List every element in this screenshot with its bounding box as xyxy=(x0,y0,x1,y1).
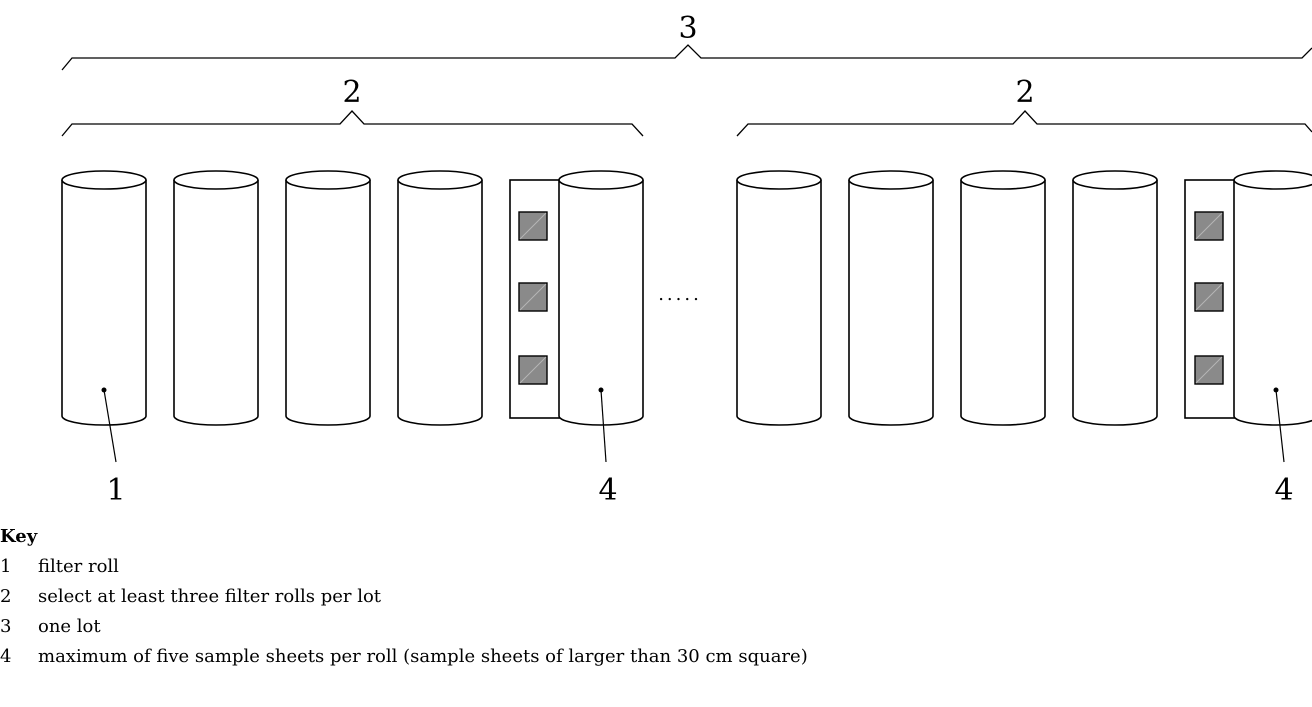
filter-roll xyxy=(285,170,371,426)
key-item: 2 select at least three filter rolls per… xyxy=(0,582,1312,612)
filter-roll-sampled xyxy=(1233,170,1312,426)
sample-sheet-strip xyxy=(1184,179,1236,419)
filter-roll xyxy=(960,170,1046,426)
sample-sheet-strip xyxy=(509,179,561,419)
continuation-dots: ..... xyxy=(658,284,702,305)
key-item: 4 maximum of five sample sheets per roll… xyxy=(0,642,1312,672)
sampling-diagram: 3 2 2 ..... xyxy=(61,11,1312,508)
filter-roll-sampled xyxy=(558,170,644,426)
callout-leader-sample-left xyxy=(598,387,607,463)
callout-leader-sample-right xyxy=(1273,387,1285,463)
selection-brace-right xyxy=(736,110,1312,137)
selection-brace-left xyxy=(61,110,644,137)
filter-roll xyxy=(397,170,483,426)
key-title: Key xyxy=(0,526,38,547)
key-item: 1 filter roll xyxy=(0,552,1312,582)
key-item-text: select at least three filter rolls per l… xyxy=(38,586,382,607)
selection-label-left: 2 xyxy=(342,75,361,110)
key-item-number: 4 xyxy=(0,646,12,667)
filter-roll xyxy=(173,170,259,426)
key-item-text: maximum of five sample sheets per roll (… xyxy=(38,646,808,667)
callout-label-roll: 1 xyxy=(106,473,125,508)
key-legend: Key 1 filter roll 2 select at least thre… xyxy=(0,522,1312,672)
selection-label-right: 2 xyxy=(1015,75,1034,110)
filter-roll xyxy=(61,170,147,426)
lot-label: 3 xyxy=(678,11,697,46)
callout-label-sample-left: 4 xyxy=(598,473,617,508)
key-item-text: one lot xyxy=(38,616,101,637)
lot-brace xyxy=(61,44,1312,71)
key-item: 3 one lot xyxy=(0,612,1312,642)
callout-label-sample-right: 4 xyxy=(1274,473,1293,508)
key-item-number: 1 xyxy=(0,556,12,577)
filter-roll xyxy=(1072,170,1158,426)
filter-roll xyxy=(848,170,934,426)
key-item-text: filter roll xyxy=(38,556,119,577)
key-item-number: 2 xyxy=(0,586,12,607)
filter-roll xyxy=(736,170,822,426)
callout-leader-roll xyxy=(101,387,117,463)
key-item-number: 3 xyxy=(0,616,12,637)
